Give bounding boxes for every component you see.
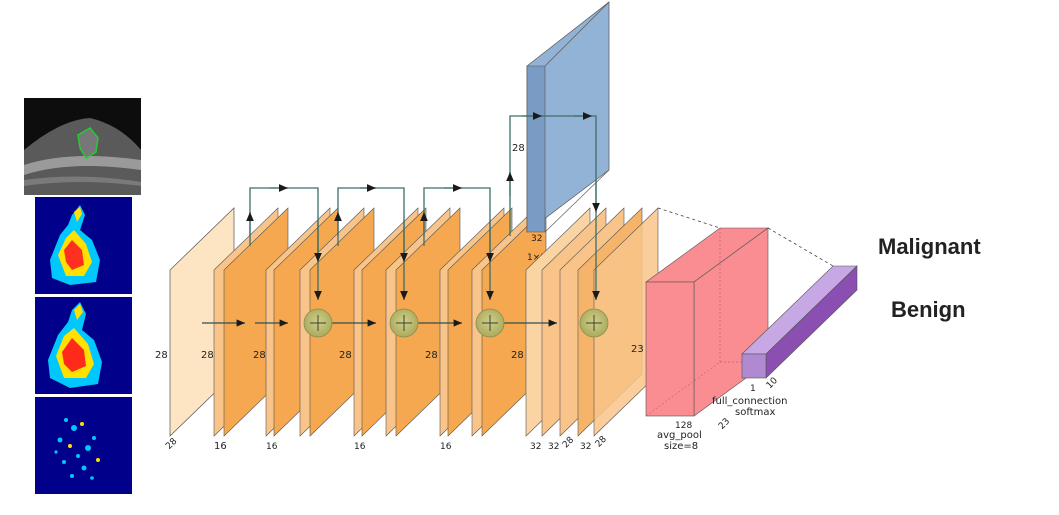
input-images: [24, 98, 141, 494]
class-malignant-label: Malignant: [878, 234, 981, 259]
block1-height-label: 28: [253, 350, 266, 361]
block4-width: 28: [594, 434, 609, 449]
pool-depth-label: 23: [717, 417, 732, 432]
sum-node-4: [580, 309, 608, 337]
pool-size-label: size=8: [664, 441, 698, 452]
block4-ch-b: 32: [548, 442, 559, 452]
pool-height-label: 23: [631, 344, 644, 355]
class-benign-label: Benign: [891, 297, 966, 322]
sum-node-2: [390, 309, 418, 337]
sum-node-3: [476, 309, 504, 337]
input-height-label: 28: [155, 350, 168, 361]
softmax-label: softmax: [735, 407, 775, 418]
heatmap-image-3: [35, 397, 132, 494]
block4-ch-c: 28: [561, 435, 576, 450]
fc-out-label: 10: [765, 376, 780, 391]
heatmap-image-1: [35, 197, 132, 294]
mri-slice-image: [24, 98, 141, 195]
shortcut-height-label: 28: [512, 143, 525, 154]
block4-height-label: 28: [511, 350, 524, 361]
heatmap-image-2: [35, 297, 132, 394]
output-classes: Malignant Benign: [878, 234, 981, 322]
fc-height-label: 1: [750, 384, 756, 394]
block1-channels-label: 16: [266, 442, 278, 452]
conv1-channels-label: 16: [214, 441, 227, 452]
block3-height-label: 28: [425, 350, 438, 361]
block2-height-label: 28: [339, 350, 352, 361]
sum-node-1: [304, 309, 332, 337]
conv1-height-label: 28: [201, 350, 214, 361]
pool-name-label: avg_pool: [657, 430, 702, 441]
block4-ch-a: 32: [530, 442, 541, 452]
fc-name-label: full_connection: [712, 396, 788, 407]
block3-channels-label: 16: [440, 442, 452, 452]
block4-ch-d: 32: [580, 442, 591, 452]
block2-channels-label: 16: [354, 442, 366, 452]
shortcut-channels-label: 32: [531, 234, 542, 244]
input-width-label: 28: [164, 436, 179, 451]
